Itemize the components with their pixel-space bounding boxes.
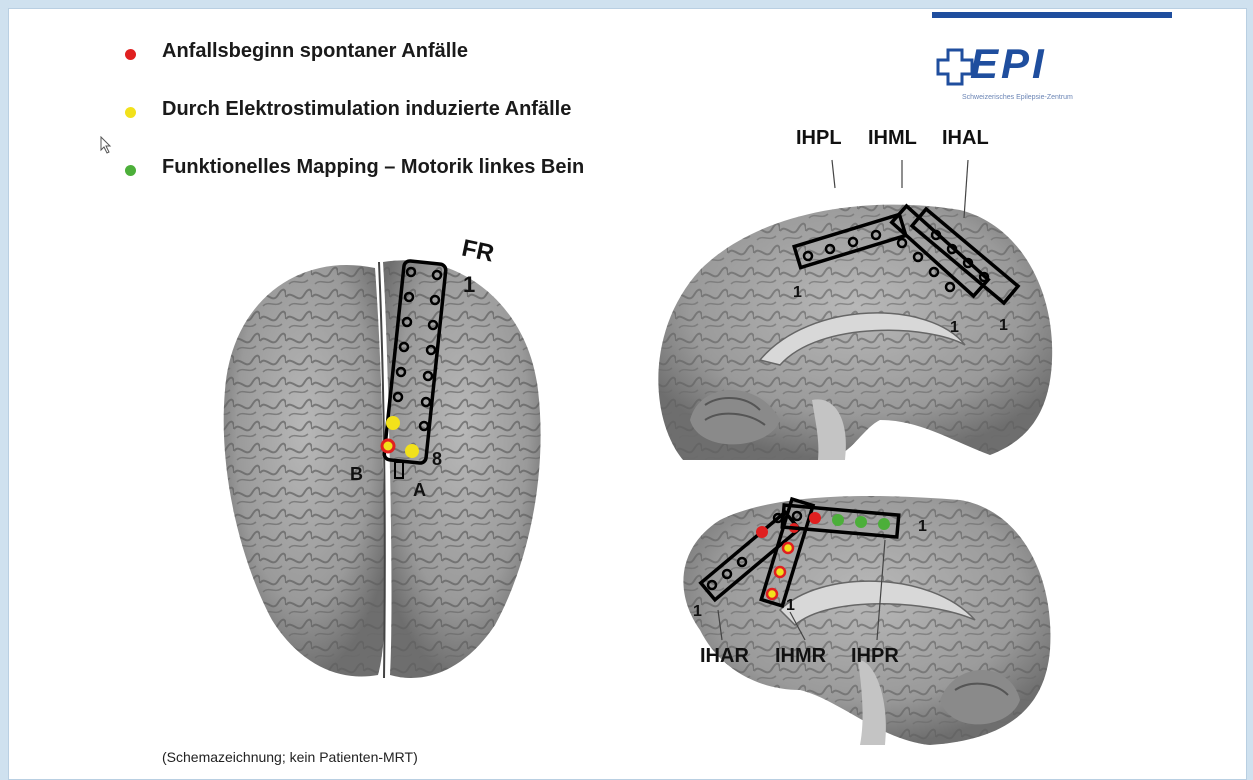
electrode-label-1: 1	[950, 319, 959, 336]
red-contact	[756, 526, 768, 538]
caption: (Schemazeichnung; kein Patienten-MRT)	[162, 749, 418, 765]
brain-sagittal-left	[658, 205, 1052, 460]
red-contact	[382, 440, 394, 452]
row-label-b: B	[350, 464, 363, 484]
yellow-contact	[405, 444, 419, 458]
strip-label-ihal: IHAL	[942, 127, 989, 149]
red-contact	[767, 589, 777, 599]
strip-label-ihar: IHAR	[700, 645, 749, 667]
strip-label-fr: FR	[459, 235, 496, 268]
electrode-label-1: 1	[793, 284, 802, 301]
red-contact	[809, 512, 821, 524]
brain-top-view	[224, 260, 541, 678]
red-contact	[775, 567, 785, 577]
electrode-label-8: 8	[432, 449, 442, 469]
strip-label-ihml: IHML	[868, 127, 917, 149]
strip-label-ihmr: IHMR	[775, 645, 827, 667]
electrode-label-1: 1	[463, 272, 475, 297]
green-contact	[878, 518, 890, 530]
electrode-label-1: 1	[693, 603, 702, 620]
electrode-label-1: 1	[999, 317, 1008, 334]
strip-label-ihpr: IHPR	[851, 645, 899, 667]
electrode-label-1: 1	[918, 518, 927, 535]
red-contact	[783, 543, 793, 553]
row-label-a: A	[413, 480, 426, 500]
green-contact	[855, 516, 867, 528]
green-contact	[832, 514, 844, 526]
electrode-label-1: 1	[786, 597, 795, 614]
yellow-contact	[386, 416, 400, 430]
strip-label-ihpl: IHPL	[796, 127, 842, 149]
